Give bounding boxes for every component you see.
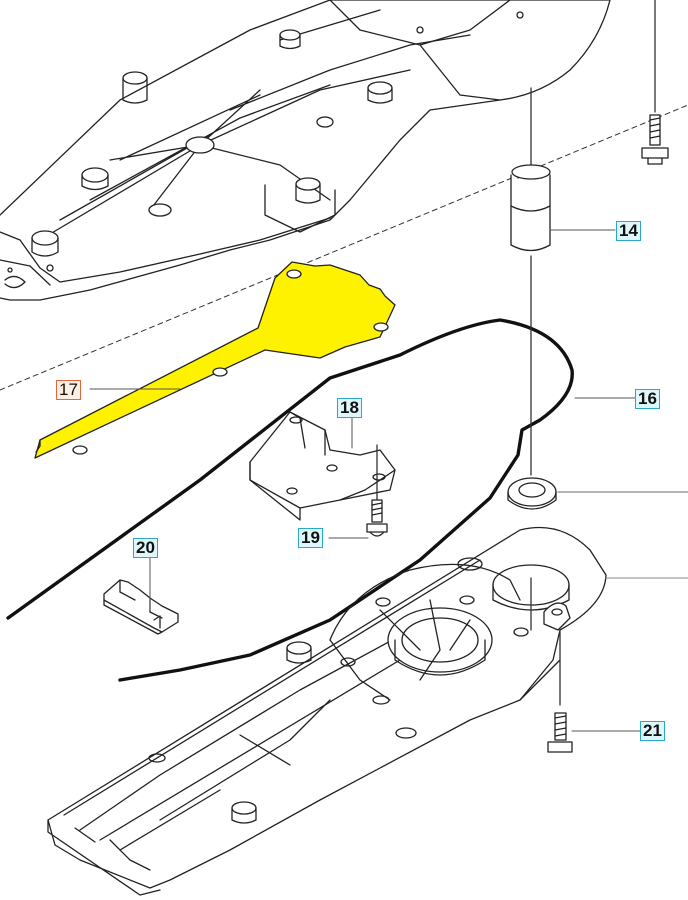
callout-19[interactable]: 19	[298, 528, 323, 548]
callout-14[interactable]: 14	[616, 221, 641, 241]
gasket-cord-16	[6, 318, 574, 682]
callout-21[interactable]: 21	[640, 721, 665, 741]
lower-housing	[47, 526, 607, 896]
pinion-gear-14	[510, 87, 551, 476]
clip-20	[103, 579, 179, 635]
callout-17[interactable]: 17	[56, 380, 81, 400]
upper-housing-cover	[0, 0, 611, 301]
housing-screw-21	[547, 712, 573, 753]
housing-screw-upper	[641, 0, 669, 165]
assembly-axis-line	[0, 104, 688, 391]
callout-16[interactable]: 16	[635, 389, 660, 409]
bracket-screw-19	[366, 499, 388, 537]
seal-ring	[507, 477, 688, 510]
plate-17-highlighted	[34, 261, 396, 459]
callout-18[interactable]: 18	[337, 398, 362, 418]
callout-20[interactable]: 20	[133, 538, 158, 558]
bracket-18	[249, 411, 396, 521]
